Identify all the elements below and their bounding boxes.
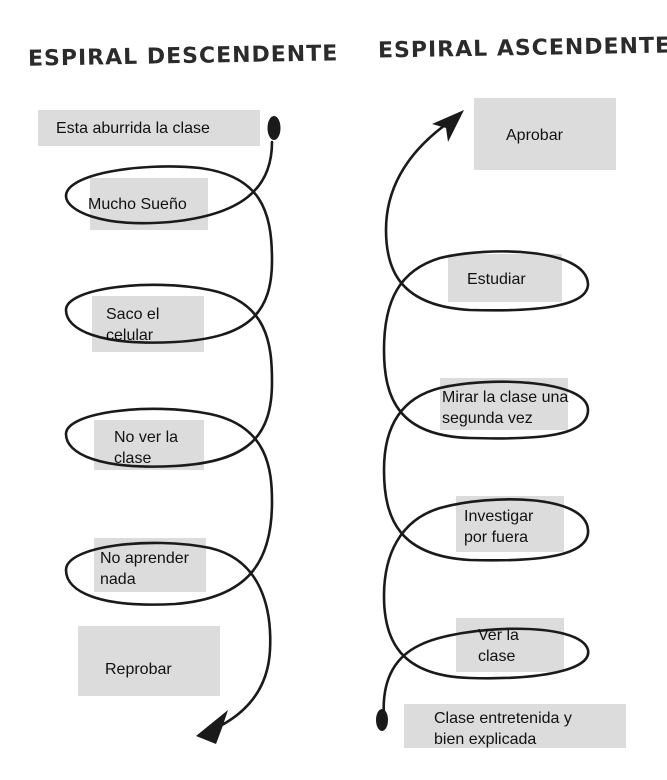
ascending-step-label-1: Aprobar: [506, 127, 563, 144]
descending-step-box: [78, 626, 220, 696]
ascending-step-box: [404, 704, 626, 748]
descending-arrowhead: [196, 710, 228, 744]
descending-step-box: [38, 110, 260, 146]
descending-step-label-1: Esta aburrida la clase: [56, 120, 210, 137]
descending-spiral-line: [64, 140, 274, 732]
ascending-step-box: [456, 618, 564, 672]
ascending-arrowhead: [432, 110, 464, 142]
ascending-step-box: [456, 496, 564, 552]
ascending-step-box: [448, 254, 562, 302]
descending-step-label-2: Mucho Sueño: [88, 196, 187, 213]
ascending-step-label-2: Estudiar: [467, 271, 526, 288]
ascending-start-dot: [376, 709, 388, 731]
ascending-step-box: [440, 378, 568, 430]
descending-start-dot: [267, 116, 281, 140]
descending-step-box: [94, 420, 204, 470]
descending-step-label-6: Reprobar: [105, 661, 172, 678]
ascending-step-box: [474, 98, 616, 170]
ascending-spiral-line: [382, 123, 590, 720]
